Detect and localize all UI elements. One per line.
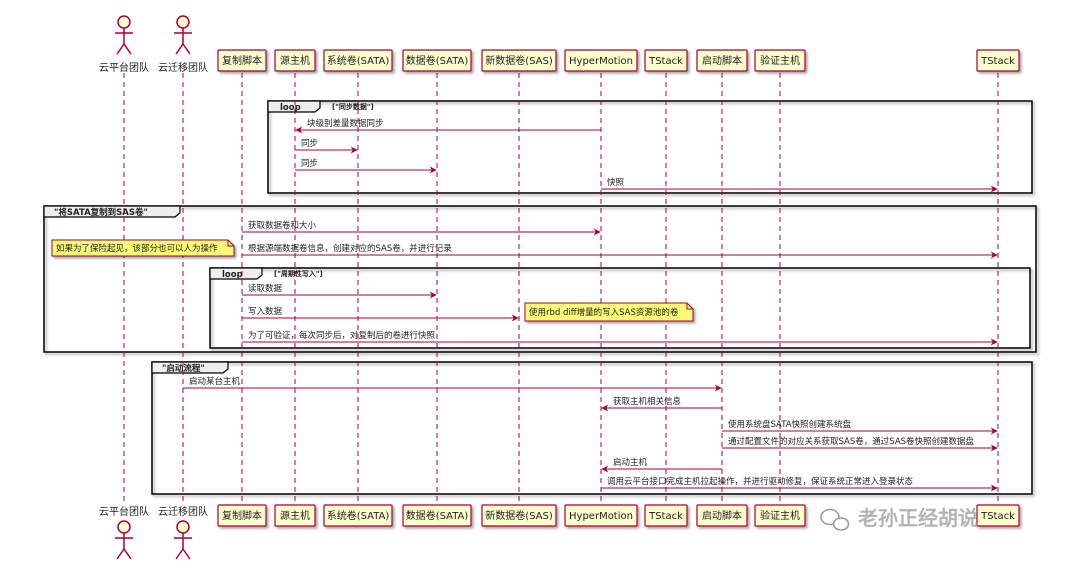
participant-top-p7: 新数据卷(SAS) <box>481 49 557 72</box>
message: 块级别差量数据同步 <box>295 118 601 134</box>
frame-title: loop <box>222 270 243 280</box>
message-label: 根据源端数据卷信息，创建对应的SAS卷，并进行记录 <box>248 243 452 254</box>
participant-bottom-p5: 系统卷(SATA) <box>323 504 393 527</box>
participant-label: 源主机 <box>280 54 310 67</box>
participant-top-p6: 数据卷(SATA) <box>402 49 472 72</box>
participant-bottom-p3: 复制脚本 <box>217 504 267 527</box>
loop-frame: loop ["同步数据"] <box>267 100 1033 194</box>
actor-bottom-p2: 云迁移团队 <box>158 505 208 560</box>
participant-top-p11: 验证主机 <box>754 49 806 72</box>
message-label: 使用系统盘SATA快照创建系统盘 <box>728 419 852 430</box>
message: 调用云平台接口完成主机拉起操作，并进行驱动修复，保证系统正常进入登录状态 <box>601 476 998 492</box>
participant-label: 数据卷(SATA) <box>406 54 469 67</box>
participant-label: 数据卷(SATA) <box>406 509 469 522</box>
message-label: 读取数据 <box>248 283 283 294</box>
participant-top-p12: TStack <box>976 49 1020 72</box>
note-text: 如果为了保险起见，该部分也可以人为操作 <box>56 243 218 254</box>
note: 如果为了保险起见，该部分也可以人为操作 <box>51 239 235 257</box>
participant-label: HyperMotion <box>569 511 633 522</box>
message: 启动某台主机 <box>183 376 722 392</box>
participant-label: TStack <box>648 511 683 522</box>
message: 根据源端数据卷信息，创建对应的SAS卷，并进行记录 <box>242 243 998 259</box>
message-label: 同步 <box>301 139 318 149</box>
participant-bottom-p9: TStack <box>644 504 688 527</box>
message: 同步 <box>295 139 358 154</box>
message: 写入数据 <box>242 306 519 322</box>
watermark: 老孙正经胡说 <box>820 506 978 531</box>
participant-top-p8: HyperMotion <box>564 49 638 72</box>
message: 为了可验证，每次同步后，对复制后的卷进行快照 <box>242 330 998 346</box>
actor-top-p2: 云迁移团队 <box>158 15 208 74</box>
participant-label: 系统卷(SATA) <box>327 509 390 522</box>
participant-top-p10: 启动脚本 <box>696 49 748 72</box>
message: 快照 <box>601 177 998 193</box>
participant-bottom-p6: 数据卷(SATA) <box>402 504 472 527</box>
participant-bottom-p7: 新数据卷(SAS) <box>481 504 557 527</box>
participant-bottom-p11: 验证主机 <box>754 504 806 527</box>
actor-label-bottom: 云平台团队 <box>99 505 149 518</box>
frame-title: loop <box>280 103 301 113</box>
actor-label-top: 云平台团队 <box>99 61 149 74</box>
loop-frame: loop ["周期性写入"] <box>209 267 1031 349</box>
actor-bottom-p1: 云平台团队 <box>99 505 149 560</box>
frame-condition: ["同步数据"] <box>332 102 374 111</box>
actor-label-bottom: 云迁移团队 <box>158 505 208 518</box>
participant-label: 新数据卷(SAS) <box>485 54 553 67</box>
participant-label: 新数据卷(SAS) <box>485 509 553 522</box>
message: 使用系统盘SATA快照创建系统盘 <box>722 419 998 435</box>
participant-label: 启动脚本 <box>702 54 742 67</box>
message: 同步 <box>295 159 437 174</box>
participant-top-p4: 源主机 <box>274 49 316 72</box>
message-label: 启动主机 <box>613 457 648 468</box>
actor-label-top: 云迁移团队 <box>158 61 208 74</box>
message: 通过配置文件的对应关系获取SAS卷，通过SAS卷快照创建数据盘 <box>722 436 998 452</box>
frame-condition: ["周期性写入"] <box>274 269 323 278</box>
participant-label: 源主机 <box>280 509 310 522</box>
message-label: 调用云平台接口完成主机拉起操作，并进行驱动修复，保证系统正常进入登录状态 <box>607 476 914 487</box>
message-label: 通过配置文件的对应关系获取SAS卷，通过SAS卷快照创建数据盘 <box>728 436 975 447</box>
frame-title: "启动流程" <box>162 363 205 374</box>
actor-top-p1: 云平台团队 <box>99 15 149 74</box>
participant-label: 系统卷(SATA) <box>327 54 390 67</box>
participant-label: 复制脚本 <box>222 509 262 522</box>
message: 获取数据卷和大小 <box>242 220 601 236</box>
group-frame: "启动流程" <box>151 361 1033 495</box>
participant-top-p9: TStack <box>644 49 688 72</box>
message: 读取数据 <box>242 283 437 299</box>
message-label: 获取主机相关信息 <box>613 396 682 407</box>
message-label: 启动某台主机 <box>189 376 241 387</box>
participant-bottom-p4: 源主机 <box>274 504 316 527</box>
participant-label: 复制脚本 <box>222 54 262 67</box>
participant-label: TStack <box>980 511 1015 522</box>
note: 使用rbd diff增量的写入SAS资源池的卷 <box>524 302 694 322</box>
message-label: 快照 <box>607 177 625 188</box>
participant-label: 验证主机 <box>760 54 800 67</box>
wechat-icon <box>820 508 850 531</box>
watermark-text: 老孙正经胡说 <box>858 506 978 530</box>
message-label: 同步 <box>301 159 318 169</box>
participant-bottom-p12: TStack <box>976 504 1020 527</box>
participant-top-p5: 系统卷(SATA) <box>323 49 393 72</box>
message-label: 获取数据卷和大小 <box>248 220 317 231</box>
participant-label: TStack <box>980 56 1015 67</box>
participant-label: TStack <box>648 56 683 67</box>
frame-title: "将SATA复制到SAS卷" <box>54 207 148 218</box>
group-frame: "将SATA复制到SAS卷" <box>43 205 1037 353</box>
message: 启动主机 <box>601 457 722 473</box>
participant-label: 验证主机 <box>760 509 800 522</box>
participant-label: HyperMotion <box>569 56 633 67</box>
participant-label: 启动脚本 <box>702 509 742 522</box>
message-label: 写入数据 <box>248 306 283 317</box>
message: 获取主机相关信息 <box>601 396 722 412</box>
participant-top-p3: 复制脚本 <box>217 49 267 72</box>
message-label: 为了可验证，每次同步后，对复制后的卷进行快照 <box>248 330 436 341</box>
note-text: 使用rbd diff增量的写入SAS资源池的卷 <box>529 307 679 318</box>
participant-bottom-p10: 启动脚本 <box>696 504 748 527</box>
participant-bottom-p8: HyperMotion <box>564 504 638 527</box>
message-label: 块级别差量数据同步 <box>307 118 384 129</box>
